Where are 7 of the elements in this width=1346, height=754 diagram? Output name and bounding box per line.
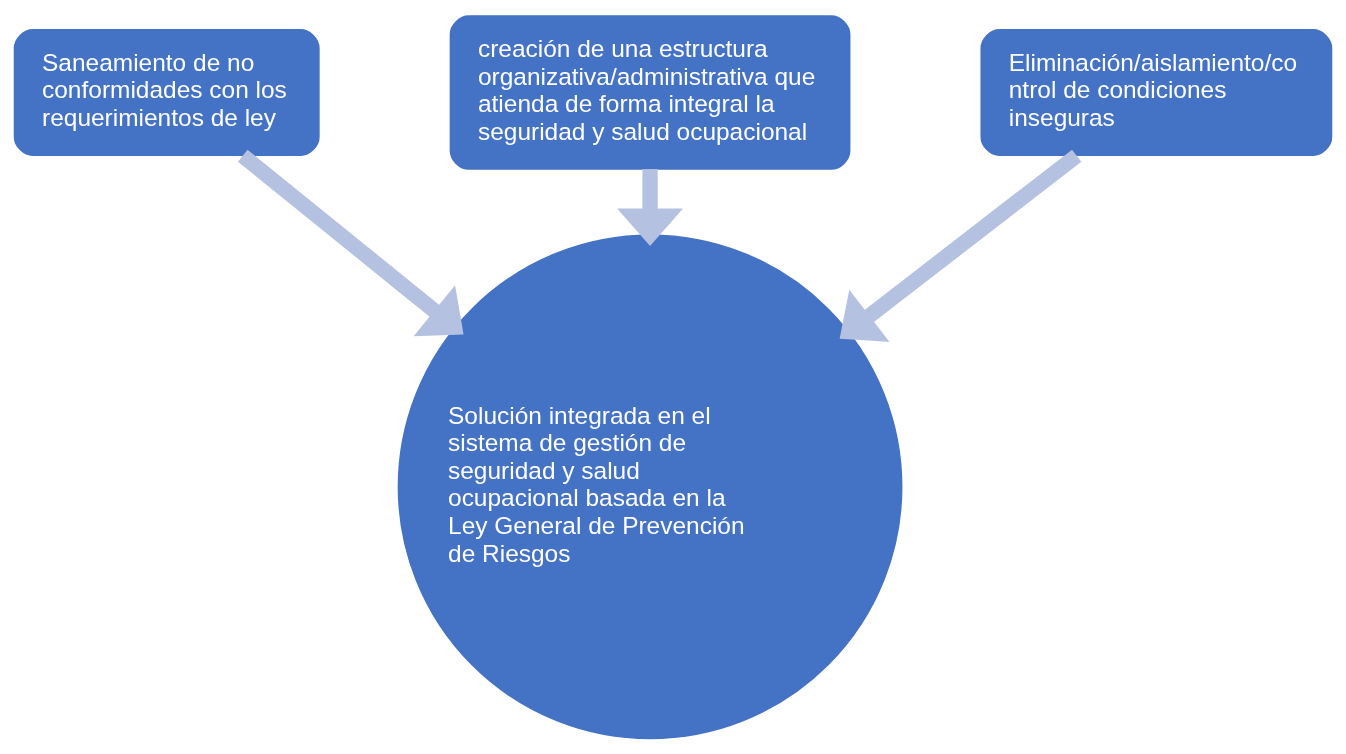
arrow bbox=[617, 168, 683, 246]
node-box: Eliminación/aislamiento/control de condiciones inseguras bbox=[980, 28, 1333, 156]
node-box: creación de una estructura organizativa/administrativa que atienda de forma integral la seguridad y salud ocupacional bbox=[449, 14, 851, 170]
arrow bbox=[237, 149, 464, 336]
node-circle: Solución integrada en el sistema de gestión de seguridad y salud ocupacional basada en la Ley General de Prevención de Riesgos bbox=[397, 233, 903, 739]
node-box: Saneamiento de no conformidades con los requerimientos de ley bbox=[13, 28, 320, 156]
arrow bbox=[839, 149, 1082, 342]
